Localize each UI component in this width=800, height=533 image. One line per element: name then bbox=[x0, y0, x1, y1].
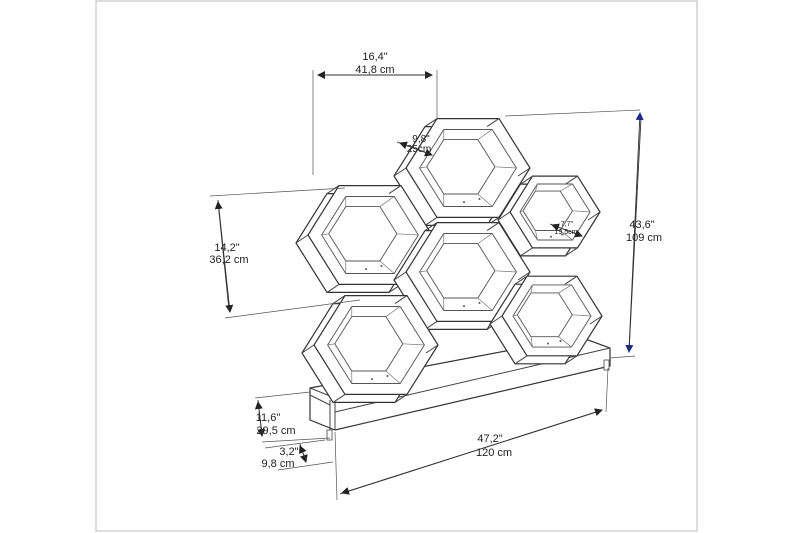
hex-cell-left-upper bbox=[295, 185, 433, 293]
image-frame bbox=[95, 0, 698, 532]
base-depth-imperial: 3,2" bbox=[279, 446, 298, 458]
hex-cell-small-right bbox=[497, 175, 601, 257]
top-width-imperial: 16,4" bbox=[362, 51, 387, 63]
total-height-metric: 109 cm bbox=[626, 232, 662, 244]
hex-cell-left-lower bbox=[301, 295, 439, 403]
small-cell-metric: 19,5cm bbox=[555, 229, 578, 236]
base-height-imperial: 11,6" bbox=[256, 412, 281, 424]
total-width-metric: 120 cm bbox=[476, 447, 512, 459]
total-width-dimension: 47,2" 120 cm bbox=[334, 367, 609, 501]
total-width-imperial: 47,2" bbox=[477, 433, 502, 445]
cell-depth-imperial: 9,8" bbox=[412, 134, 430, 145]
top-width-dimension: 16,4" 41,8 cm bbox=[312, 51, 438, 175]
cell-height-imperial: 14,2" bbox=[214, 242, 239, 254]
base-height-dimension: 11,6" 29,5 cm bbox=[254, 391, 331, 443]
base-height-metric: 29,5 cm bbox=[256, 425, 295, 437]
base-depth-dimension: 3,2" 9,8 cm bbox=[261, 439, 334, 471]
hex-cell-center bbox=[393, 222, 531, 330]
total-height-dimension: 43,6" 109 cm bbox=[504, 109, 662, 359]
cell-height-dimension: 14,2" 36,2 cm bbox=[209, 187, 361, 319]
cell-depth-metric: 25cm bbox=[407, 144, 431, 155]
hex-cell-top bbox=[393, 117, 531, 226]
hex-cell-right-lower bbox=[489, 275, 603, 365]
small-cell-imperial: 7,7" bbox=[561, 221, 574, 228]
small-cell-dimension: 7,7" 19,5cm bbox=[549, 221, 583, 238]
top-width-metric: 41,8 cm bbox=[355, 64, 394, 76]
total-height-imperial: 43,6" bbox=[629, 219, 654, 231]
base-depth-metric: 9,8 cm bbox=[261, 458, 294, 470]
hexagon-cells bbox=[295, 117, 603, 403]
cell-height-metric: 36,2 cm bbox=[209, 254, 248, 266]
cell-depth-dimension: 9,8" 25cm bbox=[396, 134, 433, 157]
